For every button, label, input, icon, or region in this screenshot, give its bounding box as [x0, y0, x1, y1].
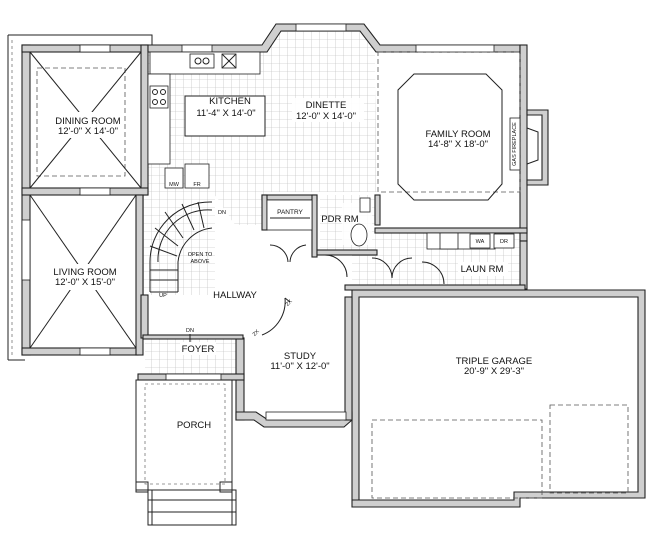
laundry-room: WA DR LAUN RM [371, 232, 515, 285]
stair-dn-label: DN [218, 210, 226, 216]
porch-name: PORCH [177, 420, 211, 431]
fridge-icon [184, 163, 210, 189]
staircase: DN UP OPEN TO ABOVE [149, 201, 226, 299]
living-room-name: LIVING ROOM [53, 267, 116, 278]
fireplace-icon [526, 127, 539, 165]
fr-label: FR [193, 182, 200, 188]
hallway: HALLWAY 2X 2X [213, 290, 294, 338]
living-room-dims: 12'-0" X 15'-0" [55, 277, 115, 288]
kitchen-name: KITCHEN [209, 96, 251, 107]
door-mark-1: 2X [285, 299, 294, 308]
open-to-above-line2: ABOVE [191, 259, 210, 265]
porch: PORCH [135, 379, 237, 526]
living-room: LIVING ROOM 12'-0" X 15'-0" [29, 194, 137, 349]
study-dims: 11'-0" X 12'-0" [270, 361, 329, 372]
windows [21, 23, 495, 421]
washer-icon [469, 233, 491, 249]
open-to-above-line1: OPEN TO [188, 252, 213, 258]
stair-up-label: UP [159, 293, 167, 299]
sink-icon [350, 223, 368, 247]
dryer-icon [493, 233, 515, 249]
foyer-name: FOYER [182, 344, 215, 355]
door-mark-2: 2X [252, 329, 261, 338]
study-name: STUDY [284, 351, 317, 362]
pdr-rm-name: PDR RM [321, 214, 359, 225]
dinette-name: DINETTE [306, 100, 347, 111]
gas-fireplace-label: GAS FIREPLACE [512, 122, 518, 166]
pantry: PANTRY [266, 199, 313, 263]
triple-garage-dims: 20'-9" X 29'-3" [464, 366, 524, 377]
kitchen-island [184, 95, 266, 137]
pantry-name: PANTRY [277, 209, 303, 216]
dryer-label: DR [500, 239, 508, 245]
family-room-name: FAMILY ROOM [425, 129, 490, 140]
laun-rm-name: LAUN RM [461, 264, 504, 275]
dinette: DINETTE 12'-0" X 14'-0" [292, 98, 364, 122]
fireplace-hearth [509, 117, 521, 171]
washer-label: WA [476, 239, 485, 245]
foyer-dn-label: DN [186, 328, 194, 334]
hallway-name: HALLWAY [213, 290, 257, 301]
front-door [165, 373, 222, 381]
family-room-dims: 14'-8" X 18'-0" [428, 139, 488, 150]
interior-walls [140, 194, 528, 340]
stove-icon [149, 85, 169, 109]
kitchen-dims: 11'-4" X 14'-0" [196, 108, 255, 119]
foyer: FOYER DN [165, 328, 222, 381]
laundry-sink-icon [439, 232, 459, 250]
mw-label: MW [169, 182, 180, 188]
dining-room-dims: 12'-0" X 14'-0" [58, 126, 118, 137]
kitchen: KITCHEN 11'-4" X 14'-0" MW FR [147, 51, 266, 189]
dinette-dims: 12'-0" X 14'-0" [296, 111, 356, 122]
dining-room-name: DINING ROOM [55, 116, 121, 127]
microwave-icon [164, 167, 184, 189]
sink-icon [189, 53, 215, 69]
family-room: FAMILY ROOM 14'-8" X 18'-0" GAS FIREPLAC… [377, 51, 539, 201]
study: STUDY 11'-0" X 12'-0" [270, 351, 329, 372]
toilet-tank [359, 197, 371, 213]
triple-garage-name: TRIPLE GARAGE [456, 356, 533, 367]
porch-steps [147, 489, 237, 526]
powder-room: PDR RM [321, 197, 372, 278]
dining-room: DINING ROOM 12'-0" X 14'-0" [29, 51, 142, 189]
triple-garage: TRIPLE GARAGE 20'-9" X 29'-3" [371, 356, 629, 499]
